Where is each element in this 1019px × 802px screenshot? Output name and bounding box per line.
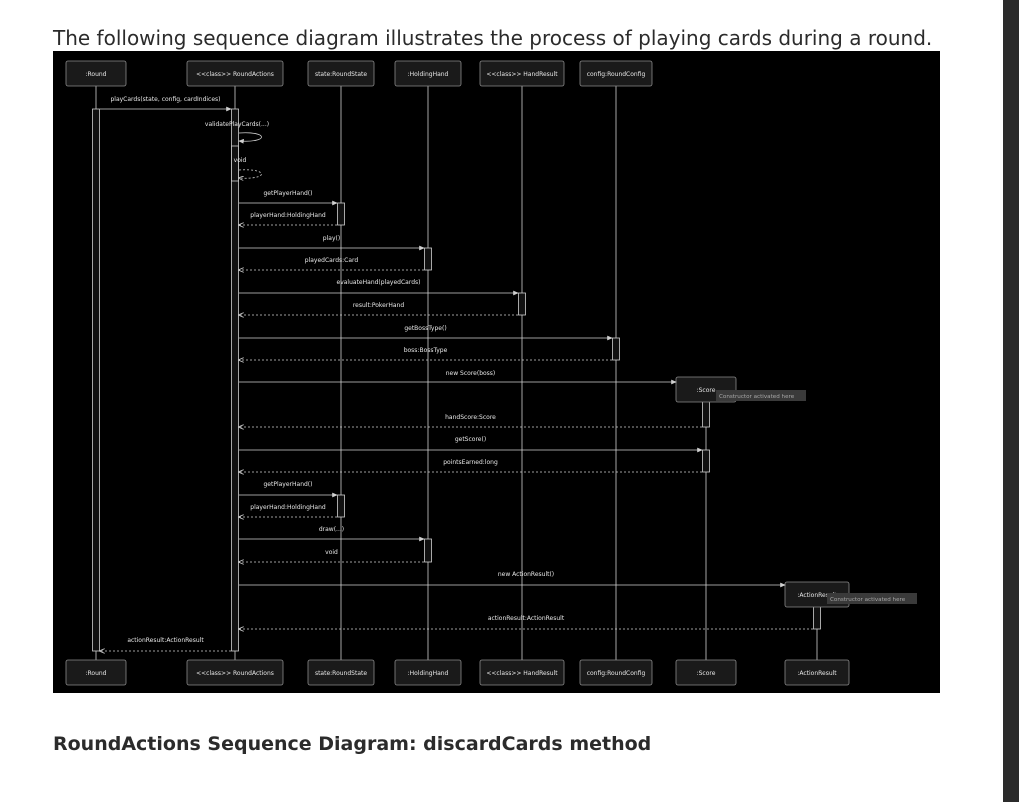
participant-label-hh: :HoldingHand [408,670,449,677]
sequence-diagram: :Round :Round <<class>> RoundActions <<clas… [53,51,940,693]
activation-bar [424,538,432,563]
activation-bar [231,145,239,182]
message-label: playedCards:Card [305,257,359,264]
message-label: new ActionResult() [498,571,554,578]
activation-bar [231,108,239,652]
scrollbar[interactable] [1003,0,1019,802]
message-label: pointsEarned:long [443,459,498,466]
participant-box-round [65,60,127,87]
activation-bar [424,247,432,271]
note-box [827,593,917,604]
intro-paragraph: The following sequence diagram illustrat… [53,26,933,50]
participant-label-ra: <<class>> RoundActions [196,71,274,78]
participant-label-score: :Score [697,670,716,677]
participant-label-round: :Round [85,71,106,78]
message-label: boss:BossType [404,347,448,354]
participant-label-score: :Score [697,387,716,394]
activation-bar [92,108,100,652]
participant-label-hh: :HoldingHand [408,71,449,78]
participant-box-ra [186,60,284,87]
message-label: playerHand:HoldingHand [250,504,326,511]
participant-label-state: state:RoundState [315,71,367,78]
message-arrow [239,169,262,178]
participant-label-ra: <<class>> RoundActions [196,670,274,677]
participant-box-cfg [579,659,653,686]
message-label: getPlayerHand() [263,190,312,197]
participant-box-round [65,659,127,686]
participant-box-cfg [579,60,653,87]
participant-label-ar: :ActionResult [797,670,837,677]
note-box [716,390,806,401]
participant-label-hr: <<class>> HandResult [486,670,558,677]
message-label: getPlayerHand() [263,481,312,488]
participant-box-score [675,659,737,686]
message-label: playCards(state, config, cardIndices) [110,96,220,103]
participant-box-hh [394,60,462,87]
activation-bar [612,337,620,361]
participant-label-ar: :ActionResult [797,592,837,599]
message-label: actionResult:ActionResult [127,637,204,644]
section-heading: RoundActions Sequence Diagram: discardCa… [53,733,652,755]
activation-bar [702,449,710,473]
participant-label-state: state:RoundState [315,670,367,677]
activation-bar [337,494,345,518]
message-arrow [238,132,262,144]
participant-label-hr: <<class>> HandResult [486,71,558,78]
message-label: void [234,157,247,164]
participant-box-ar [784,659,850,686]
note-text: Constructor activated here [719,394,795,400]
participant-label-round: :Round [85,670,106,677]
message-label: validatePlayCards(...) [205,121,269,128]
message-label: play() [323,235,340,242]
message-label: getBossType() [404,325,446,332]
activation-bar [518,292,526,316]
message-label: getScore() [455,436,486,443]
message-label: draw(...) [319,526,344,533]
participant-box-hr [479,60,565,87]
message-label: evaluateHand(playedCards) [337,279,421,286]
sequence-diagram-canvas: :Round :Round <<class>> RoundActions <<clas… [65,60,917,686]
participant-box-state [307,659,375,686]
participant-label-cfg: config:RoundConfig [587,71,646,78]
participant-box-state [307,60,375,87]
message-label: void [325,549,338,556]
participant-box-hh [394,659,462,686]
message-label: new Score(boss) [446,370,496,377]
activation-bar [337,202,345,226]
message-label: actionResult:ActionResult [488,615,565,622]
participant-box-ra [186,659,284,686]
message-label: playerHand:HoldingHand [250,212,326,219]
message-label: handScore:Score [445,414,496,421]
message-label: result:PokerHand [353,302,404,309]
participant-label-cfg: config:RoundConfig [587,670,646,677]
note-text: Constructor activated here [830,597,906,603]
participant-box-hr [479,659,565,686]
